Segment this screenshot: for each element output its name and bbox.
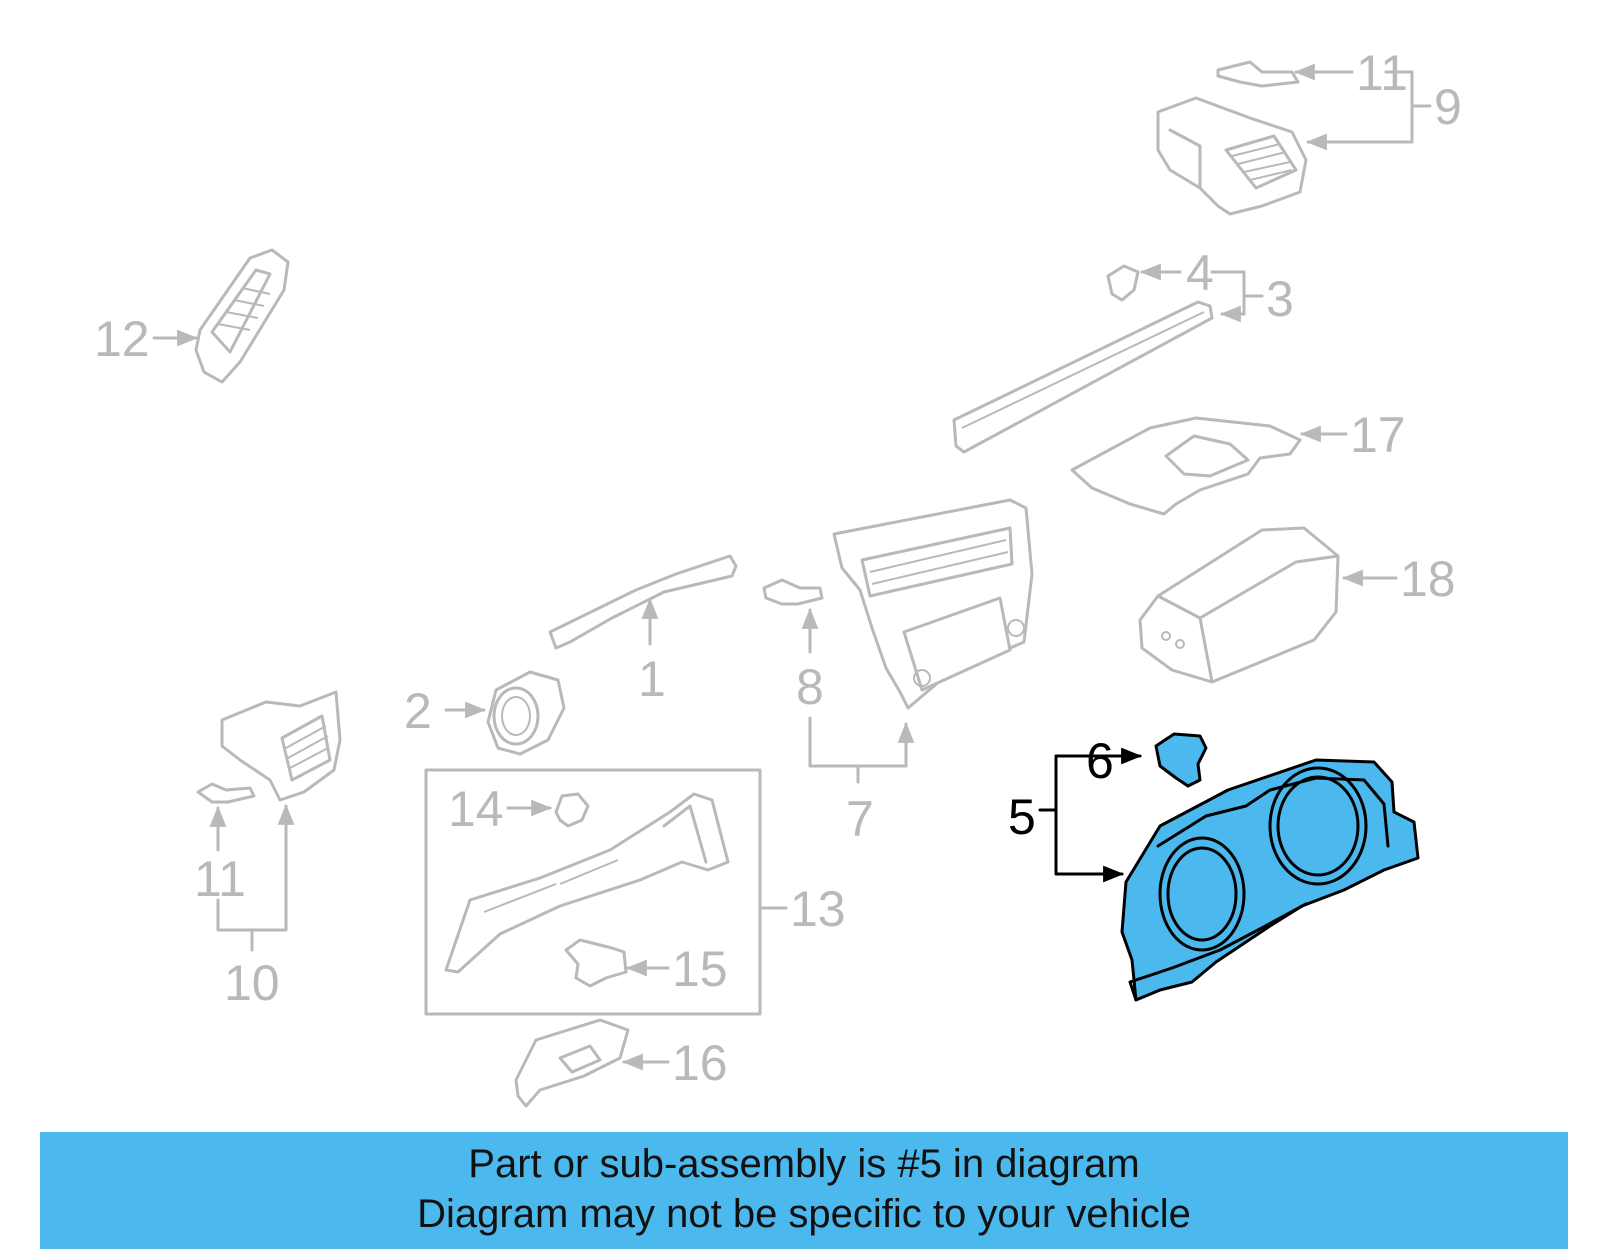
callout-18: 18 xyxy=(1400,551,1456,607)
callout-3: 3 xyxy=(1266,271,1294,327)
callout-15: 15 xyxy=(672,941,728,997)
part-5-instrument-cluster[interactable] xyxy=(1120,758,1420,1002)
part-4-clip[interactable] xyxy=(1106,264,1140,302)
callout-6: 6 xyxy=(1086,733,1114,789)
part-15-plug[interactable] xyxy=(564,938,628,988)
callout-11-left: 11 xyxy=(194,851,246,907)
part-8-clip[interactable] xyxy=(762,578,824,606)
callout-12: 12 xyxy=(94,311,150,367)
part-7-center-bezel[interactable] xyxy=(832,498,1034,710)
part-11-clip-top[interactable] xyxy=(1216,60,1300,88)
callout-13: 13 xyxy=(790,881,846,937)
part-17-tray[interactable] xyxy=(1070,416,1302,516)
part-2-ring[interactable] xyxy=(486,670,566,756)
callout-5: 5 xyxy=(1008,789,1036,845)
part-11-clip-left[interactable] xyxy=(196,782,256,804)
part-3-trim-strip[interactable] xyxy=(952,300,1214,454)
banner-line-2: Diagram may not be specific to your vehi… xyxy=(417,1192,1191,1236)
callout-14: 14 xyxy=(448,781,504,837)
callout-2: 2 xyxy=(404,683,432,739)
part-18-module[interactable] xyxy=(1138,526,1340,684)
callout-16: 16 xyxy=(672,1035,728,1091)
callout-11-top: 11 xyxy=(1356,45,1408,101)
part-10-vent[interactable] xyxy=(220,690,342,802)
part-14-clip[interactable] xyxy=(554,792,590,828)
part-16-handle[interactable] xyxy=(514,1018,630,1108)
callout-4: 4 xyxy=(1186,245,1214,301)
part-6-clip[interactable] xyxy=(1154,732,1208,788)
info-banner: Part or sub-assembly is #5 in diagram Di… xyxy=(40,1132,1568,1249)
part-13-glovebox-frame[interactable] xyxy=(444,792,730,974)
callout-9: 9 xyxy=(1434,79,1462,135)
banner-line-1: Part or sub-assembly is #5 in diagram xyxy=(468,1142,1140,1186)
part-12-left-vent[interactable] xyxy=(194,248,290,384)
callout-1: 1 xyxy=(638,651,666,707)
callout-8: 8 xyxy=(796,659,824,715)
callout-17: 17 xyxy=(1350,407,1406,463)
part-13-assembly-box xyxy=(424,768,762,1016)
part-9-side-vent[interactable] xyxy=(1156,96,1308,216)
part-1-bar[interactable] xyxy=(548,554,738,650)
callout-7: 7 xyxy=(846,791,874,847)
callout-10: 10 xyxy=(224,955,280,1011)
